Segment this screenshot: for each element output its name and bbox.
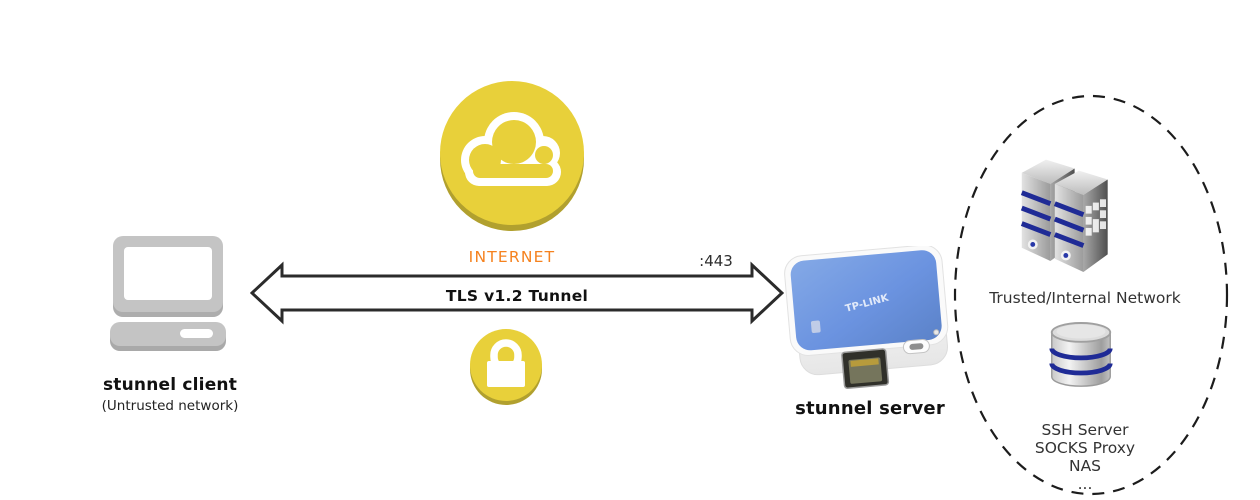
services-list: SSH Server SOCKS Proxy NAS ... — [985, 421, 1185, 493]
laptop-icon — [110, 236, 226, 351]
trusted-network-label: Trusted/Internal Network — [989, 289, 1181, 307]
router-device: TP-LINK — [784, 246, 949, 389]
tunnel-label: TLS v1.2 Tunnel — [445, 287, 589, 305]
service-item: SSH Server — [1041, 421, 1129, 439]
service-item: ... — [1077, 475, 1093, 493]
lock-icon — [470, 329, 542, 405]
service-item: SOCKS Proxy — [1034, 439, 1136, 457]
server-label: stunnel server — [795, 398, 945, 419]
cloud-icon — [440, 81, 584, 231]
client-label-block: stunnel client (Untrusted network) — [70, 375, 270, 414]
internet-label: INTERNET — [468, 248, 556, 266]
database-icon — [1049, 322, 1113, 387]
client-label: stunnel client — [102, 375, 238, 395]
tunnel-arrow — [250, 261, 784, 325]
server-towers-icon — [1020, 159, 1108, 272]
client-sublabel: (Untrusted network) — [101, 397, 239, 414]
service-item: NAS — [1068, 457, 1102, 475]
tunnel-port-label: :443 — [699, 252, 733, 270]
network-boundary-ellipse — [953, 94, 1229, 496]
